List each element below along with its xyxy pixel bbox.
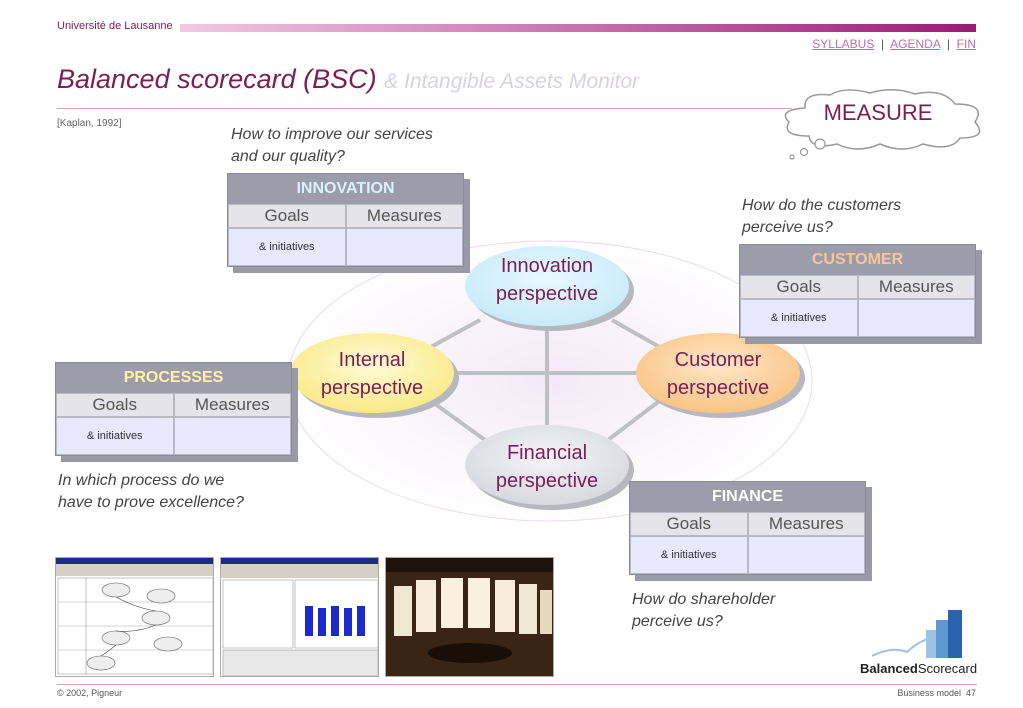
processes-card: PROCESSES Goals Measures & initiatives (55, 362, 292, 456)
innovation-measures-header: Measures (345, 204, 463, 228)
financial-perspective-label: Financial perspective (495, 442, 599, 492)
footer-page-info: Business model 47 (897, 688, 976, 698)
customer-perspective-label: Customer perspective (666, 349, 770, 399)
footer-divider (57, 684, 977, 685)
balanced-scorecard-logo-text: BalancedScorecard (860, 661, 978, 676)
innovation-card: INNOVATION Goals Measures & initiatives (227, 173, 464, 267)
software-screenshot-scorecard (220, 557, 379, 677)
strategy-map-thumbnail-icon (56, 558, 213, 675)
title-sub: & Intangible Assets Monitor (384, 70, 640, 93)
nav-agenda-link[interactable]: AGENDA (890, 37, 941, 51)
innovation-initiatives-cell: & initiatives (228, 228, 346, 266)
thought-cloud-icon (784, 89, 981, 160)
processes-measures-header: Measures (173, 393, 291, 417)
software-screenshot-strategy-map (55, 557, 214, 677)
question-innovation: How to improve our services and our qual… (231, 126, 433, 165)
scorecard-thumbnail-icon (221, 558, 378, 676)
processes-initiatives-cell: & initiatives (56, 417, 174, 455)
innovation-ellipse (465, 246, 629, 326)
processes-card-title: PROCESSES (56, 363, 291, 393)
customer-initiatives-cell: & initiatives (740, 299, 858, 337)
customer-measures-header: Measures (857, 275, 975, 299)
question-processes: In which process do we have to prove exc… (58, 472, 244, 511)
finance-initiatives-cell: & initiatives (630, 536, 748, 574)
footer-copyright: © 2002, Pigneur (57, 688, 123, 698)
finance-empty-cell (747, 536, 865, 574)
question-customer: How do the customers perceive us? (742, 197, 902, 236)
footer-course: Business model (897, 688, 961, 698)
nav-fin-link[interactable]: FIN (956, 37, 976, 51)
perspective-diagram (287, 240, 813, 522)
war-room-photo (385, 557, 554, 677)
customer-empty-cell (857, 299, 975, 337)
innovation-card-title: INNOVATION (228, 174, 463, 204)
processes-empty-cell (173, 417, 291, 455)
finance-card-title: FINANCE (630, 482, 865, 512)
internal-perspective-label: Internal perspective (320, 349, 424, 399)
customer-ellipse (636, 333, 800, 413)
nav-links: SYLLABUS | AGENDA | FIN (812, 37, 976, 51)
processes-goals-header: Goals (56, 393, 174, 417)
title-divider (57, 108, 792, 109)
nav-syllabus-link[interactable]: SYLLABUS (812, 37, 875, 51)
university-name: Université de Lausanne (57, 20, 173, 32)
customer-card: CUSTOMER Goals Measures & initiatives (739, 244, 976, 338)
finance-goals-header: Goals (630, 512, 748, 536)
finance-card: FINANCE Goals Measures & initiatives (629, 481, 866, 575)
innovation-empty-cell (345, 228, 463, 266)
innovation-perspective-label: Innovation perspective (495, 255, 599, 305)
page-title: Balanced scorecard (BSC) & Intangible As… (57, 64, 639, 95)
internal-ellipse (290, 333, 454, 413)
innovation-goals-header: Goals (228, 204, 346, 228)
financial-ellipse (465, 425, 629, 505)
header-gradient-bar (180, 24, 976, 32)
citation: [Kaplan, 1992] (57, 118, 122, 129)
question-finance: How do shareholder perceive us? (632, 591, 776, 630)
customer-goals-header: Goals (740, 275, 858, 299)
finance-measures-header: Measures (747, 512, 865, 536)
war-room-photo-icon (386, 558, 553, 676)
footer-page-number: 47 (965, 688, 976, 698)
customer-card-title: CUSTOMER (740, 245, 975, 275)
title-main: Balanced scorecard (BSC) (57, 64, 377, 94)
cloud-label: MEASURE (823, 100, 933, 125)
balanced-scorecard-logo-icon (872, 610, 962, 658)
